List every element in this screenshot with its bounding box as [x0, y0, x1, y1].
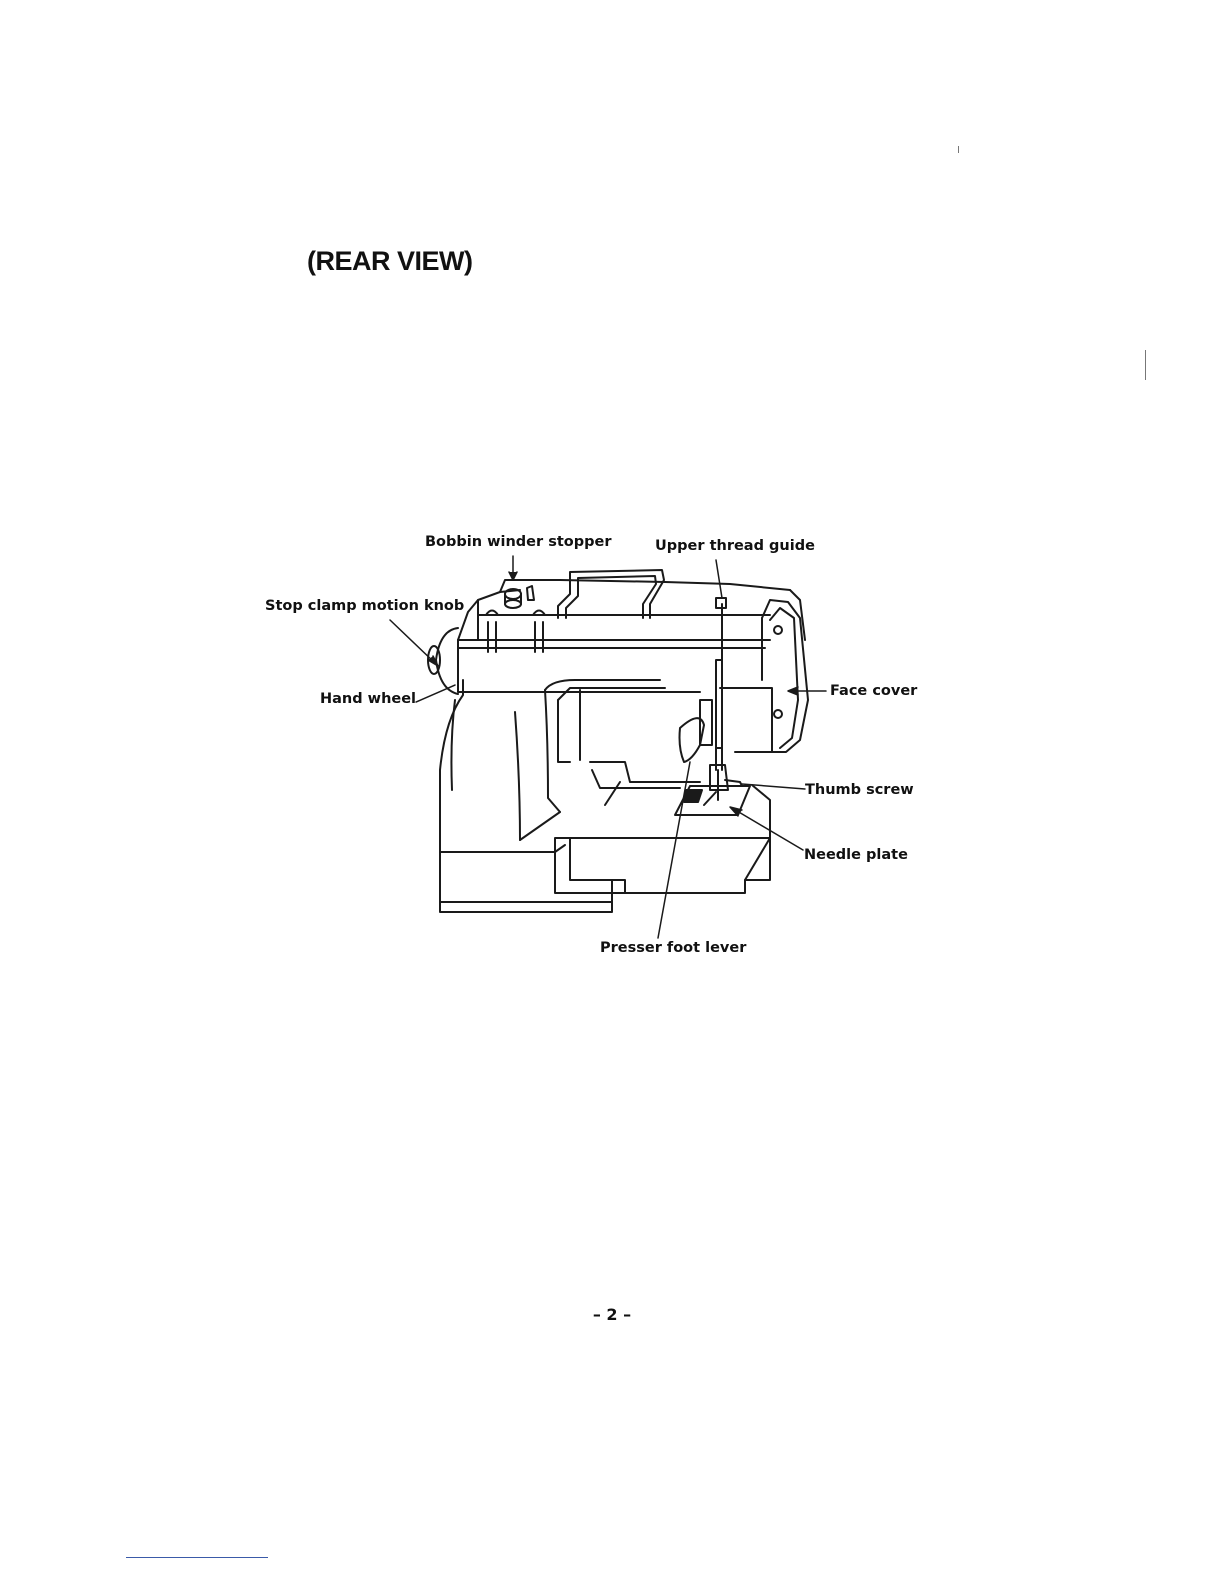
- callout-upper-thread-guide: Upper thread guide: [655, 538, 815, 554]
- spool-pins: [486, 611, 545, 653]
- callout-bobbin-winder-stopper: Bobbin winder stopper: [425, 534, 611, 550]
- callout-thumb-screw: Thumb screw: [805, 782, 914, 798]
- callout-face-cover: Face cover: [830, 683, 917, 699]
- footnote-rule: [126, 1557, 268, 1558]
- face-plate: [762, 600, 808, 752]
- machine-arm: [458, 590, 770, 805]
- machine-pillar: [440, 680, 665, 852]
- page-number: – 2 –: [0, 1305, 1224, 1324]
- needle-plate-area: [675, 765, 750, 815]
- callout-needle-plate: Needle plate: [804, 847, 908, 863]
- callout-presser-foot-lever: Presser foot lever: [600, 940, 746, 956]
- carrying-handle: [558, 570, 664, 618]
- scan-mark: [958, 146, 959, 153]
- callout-stop-clamp-motion-knob: Stop clamp motion knob: [265, 598, 464, 614]
- callout-hand-wheel: Hand wheel: [320, 691, 416, 707]
- scan-mark: [1145, 350, 1146, 380]
